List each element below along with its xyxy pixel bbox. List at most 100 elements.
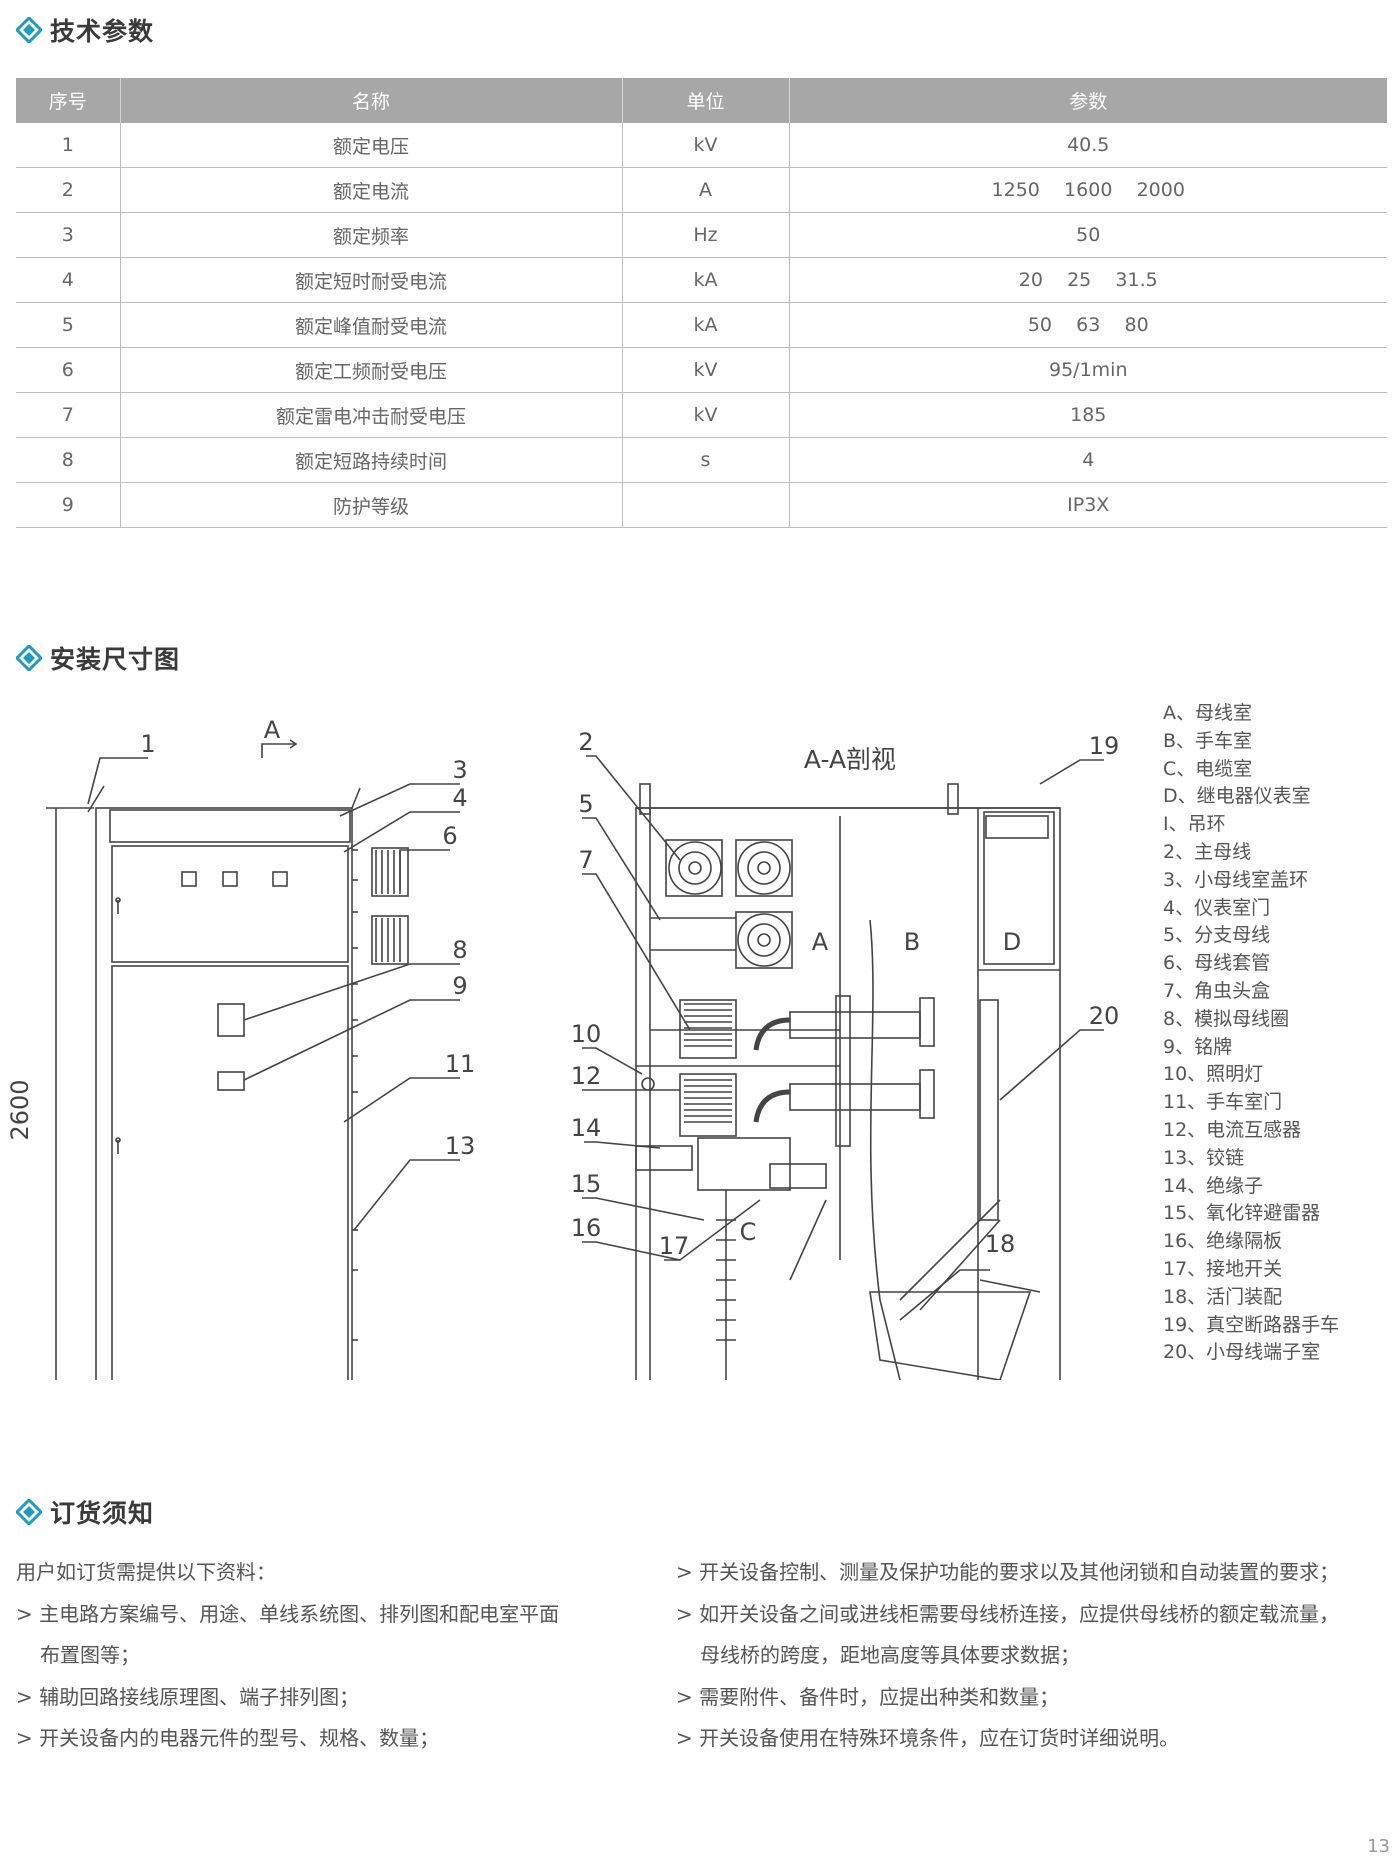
cell-index: 2 <box>16 167 121 213</box>
cell-name: 额定雷电冲击耐受电压 <box>120 392 623 438</box>
section-title: A-A剖视 <box>804 745 896 774</box>
note-line: 布置图等； <box>40 1643 140 1667</box>
diamond-bullet-icon <box>16 645 42 671</box>
callout-number: 3 <box>452 756 467 784</box>
note-line: > 开关设备使用在特殊环境条件，应在订货时详细说明。 <box>676 1726 1180 1750</box>
cell-unit: kV <box>622 347 790 393</box>
legend-item: 6、母线套管 <box>1163 952 1271 975</box>
legend-item: I、吊环 <box>1163 813 1226 836</box>
header-name: 名称 <box>120 78 623 123</box>
legend-item: 3、小母线室盖环 <box>1163 868 1309 891</box>
cell-index: 9 <box>16 482 121 528</box>
cell-unit: Hz <box>622 212 790 258</box>
cell-value: 40.5 <box>789 123 1387 168</box>
cell-unit: s <box>622 437 790 483</box>
header-value: 参数 <box>789 78 1387 123</box>
cell-index: 5 <box>16 302 121 348</box>
callout-number: 17 <box>659 1232 690 1260</box>
note-line: > 主电路方案编号、用途、单线系统图、排列图和配电室平面 <box>16 1601 560 1626</box>
cell-unit <box>622 482 790 528</box>
compartment-label-c: C <box>740 1218 757 1246</box>
callout-number: 16 <box>571 1214 602 1242</box>
cell-value: 185 <box>789 392 1387 438</box>
diamond-bullet-icon <box>16 1499 42 1525</box>
section-title-text: 安装尺寸图 <box>50 645 181 674</box>
compartment-label-d: D <box>1003 928 1021 956</box>
dimension-height: 2600 <box>6 1079 34 1140</box>
legend-item: D、继电器仪表室 <box>1163 785 1311 808</box>
cell-value: 50 63 80 <box>789 302 1387 348</box>
front-view-cabinet <box>87 785 409 1380</box>
section-title-tech: 技术参数 <box>16 12 154 48</box>
legend-item: C、电缆室 <box>1163 757 1253 780</box>
cell-value: 1250 1600 2000 <box>789 167 1387 213</box>
cell-unit: A <box>622 167 790 213</box>
legend-item: 4、仪表室门 <box>1163 896 1271 919</box>
callout-number: 18 <box>985 1230 1016 1258</box>
section-view-cabinet <box>635 783 1061 1380</box>
cell-value: 50 <box>789 212 1387 258</box>
section-title-install: 安装尺寸图 <box>16 640 180 676</box>
callout-number: 8 <box>452 936 467 964</box>
cell-name: 额定电流 <box>120 167 623 213</box>
cell-index: 4 <box>16 257 121 303</box>
callout-number: 2 <box>578 728 593 756</box>
cell-index: 8 <box>16 437 121 483</box>
legend-item: 15、氧化锌避雷器 <box>1163 1202 1321 1225</box>
header-unit: 单位 <box>622 78 790 123</box>
note-line: 用户如订货需提供以下资料： <box>16 1560 276 1584</box>
legend-item: 17、接地开关 <box>1163 1257 1283 1280</box>
legend-item: 11、手车室门 <box>1163 1091 1283 1114</box>
cell-index: 6 <box>16 347 121 393</box>
callout-number: 20 <box>1089 1002 1120 1030</box>
diamond-bullet-icon <box>16 17 42 43</box>
cell-value: IP3X <box>789 482 1387 528</box>
cell-name: 防护等级 <box>120 482 623 528</box>
legend-item: 16、绝缘隔板 <box>1163 1230 1283 1253</box>
callout-number: 15 <box>571 1170 602 1198</box>
cell-value: 95/1min <box>789 347 1387 393</box>
callout-number: 9 <box>452 972 467 1000</box>
legend-item: 14、绝缘子 <box>1163 1174 1264 1197</box>
callout-number: 6 <box>442 822 457 850</box>
legend-item: 19、真空断路器手车 <box>1163 1313 1340 1336</box>
callout-number: 13 <box>445 1132 476 1160</box>
cell-name: 额定短路持续时间 <box>120 437 623 483</box>
cell-name: 额定工频耐受电压 <box>120 347 623 393</box>
note-line: > 需要附件、备件时，应提出种类和数量； <box>676 1684 1060 1709</box>
legend-item: 2、主母线 <box>1163 840 1252 863</box>
note-line: > 开关设备控制、测量及保护功能的要求以及其他闭锁和自动装置的要求； <box>676 1560 1340 1584</box>
callout-number: 10 <box>571 1020 602 1048</box>
bushing-icon <box>371 847 409 965</box>
cell-value: 20 25 31.5 <box>789 257 1387 303</box>
legend-item: 13、铰链 <box>1163 1146 1245 1169</box>
table-header-row: 序号 名称 单位 参数 <box>16 78 1387 123</box>
legend-item: 20、小母线端子室 <box>1163 1341 1321 1364</box>
cell-unit: kV <box>622 392 790 438</box>
compartment-label-b: B <box>904 928 920 956</box>
notes-right: > 开关设备控制、测量及保护功能的要求以及其他闭锁和自动装置的要求； > 如开关… <box>676 1552 1339 1760</box>
header-index: 序号 <box>16 78 121 123</box>
cell-index: 1 <box>16 123 121 168</box>
legend-item: A、母线室 <box>1163 702 1252 724</box>
cell-name: 额定短时耐受电流 <box>120 257 623 303</box>
cell-unit: kA <box>622 257 790 303</box>
legend-item: 12、电流互感器 <box>1163 1118 1302 1141</box>
notes-left: 用户如订货需提供以下资料： > 主电路方案编号、用途、单线系统图、排列图和配电室… <box>16 1552 559 1760</box>
callout-number: 5 <box>578 790 593 818</box>
cell-name: 额定峰值耐受电流 <box>120 302 623 348</box>
note-line: > 开关设备内的电器元件的型号、规格、数量； <box>16 1726 440 1750</box>
cell-name: 额定频率 <box>120 212 623 258</box>
cell-index: 3 <box>16 212 121 258</box>
legend-item: 10、照明灯 <box>1163 1063 1264 1086</box>
callout-number: 12 <box>571 1062 602 1090</box>
section-title-order: 订货须知 <box>16 1494 154 1530</box>
